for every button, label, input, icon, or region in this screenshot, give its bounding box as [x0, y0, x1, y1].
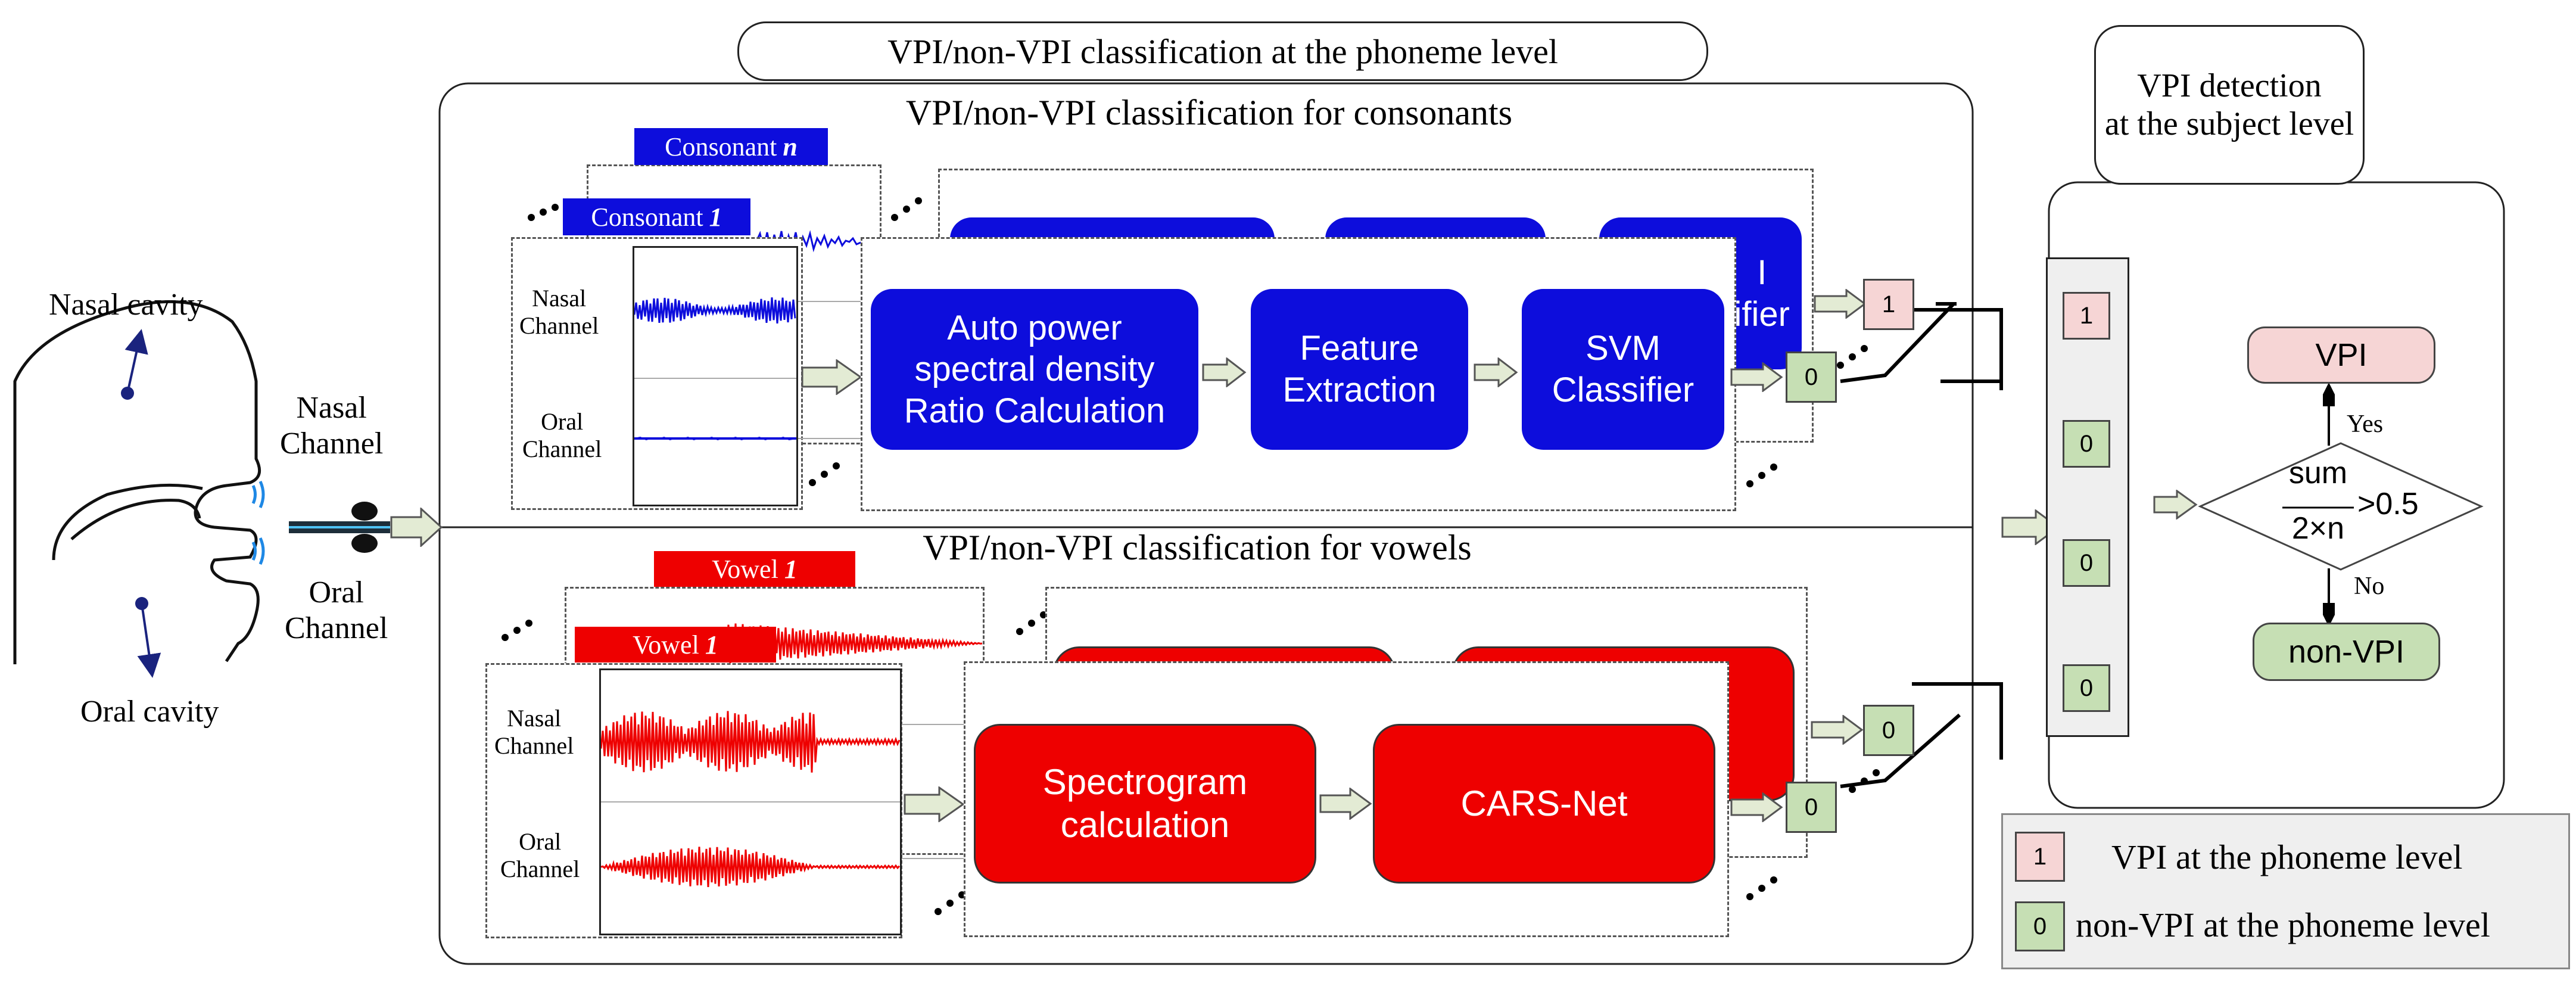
non-vpi-result: non-VPI [2253, 623, 2440, 681]
microphone-probe-icon [289, 502, 390, 553]
arrow-icon [1474, 356, 1518, 390]
vpi-result: VPI [2247, 326, 2435, 384]
legend-label-vpi: VPI at the phoneme level [2111, 838, 2463, 876]
sound-wave-icon [251, 480, 265, 565]
vowel-front-output: 0 [1786, 782, 1837, 833]
arrow-icon [1814, 288, 1867, 322]
vowel-section-title: VPI/non-VPI classification for vowels [923, 528, 1472, 567]
column-item: 1 [2063, 292, 2110, 340]
decision-diamond [2198, 442, 2484, 571]
arrow-icon [801, 359, 864, 398]
decision-denominator: 2×n [2291, 511, 2345, 546]
decision-numerator: sum [2288, 456, 2348, 490]
no-label: No [2354, 573, 2385, 600]
yes-label: Yes [2347, 410, 2384, 438]
decision-threshold: >0.5 [2357, 487, 2419, 521]
arrow-icon [1202, 356, 1247, 390]
vowel-back-waveform [727, 623, 983, 664]
legend-label-non-vpi: non-VPI at the phoneme level [2076, 906, 2490, 944]
legend: 1 VPI at the phoneme level 0 non-VPI at … [2001, 813, 2570, 969]
head-profile-icon [13, 300, 261, 664]
arrow-icon [1811, 714, 1864, 748]
input-arrow-icon [390, 506, 444, 550]
nasal-cavity-marker [121, 329, 148, 400]
column-item: 0 [2063, 664, 2110, 712]
nasal-cavity-label: Nasal cavity [49, 288, 203, 322]
yes-arrow [2323, 382, 2335, 446]
consonant-section-title: VPI/non-VPI classification for consonant… [905, 93, 1513, 132]
consonant-front-output: 0 [1786, 352, 1837, 403]
phoneme-level-container [438, 82, 1974, 965]
arrow-icon [1730, 362, 1784, 395]
phoneme-level-title: VPI/non-VPI classification at the phonem… [737, 21, 1708, 81]
vowel-oral-waveform [601, 847, 900, 887]
vowel-nasal-waveform [601, 711, 900, 773]
column-item: 0 [2063, 420, 2110, 468]
arrow-icon [2153, 489, 2198, 522]
legend-swatch-vpi: 1 [2015, 832, 2065, 882]
vowel-back-output: 0 [1863, 705, 1914, 756]
vowel-signal-plot [599, 668, 902, 935]
oral-cavity-marker [135, 597, 161, 678]
consonant-oral-waveform [634, 436, 796, 441]
oral-cavity-label: Oral cavity [80, 695, 219, 729]
arrow-icon [1319, 787, 1373, 823]
consonant-nasal-waveform [634, 297, 796, 324]
column-item: 0 [2063, 539, 2110, 587]
arrow-icon [1730, 792, 1784, 825]
no-arrow [2323, 568, 2335, 627]
legend-swatch-non-vpi: 0 [2015, 901, 2065, 951]
output-connectors [1840, 302, 2003, 788]
consonant-signal-plot [633, 246, 798, 506]
arrow-icon [904, 786, 966, 825]
consonant-back-output: 1 [1863, 279, 1914, 330]
cars-net-step: CARS-Net [1373, 724, 1715, 884]
